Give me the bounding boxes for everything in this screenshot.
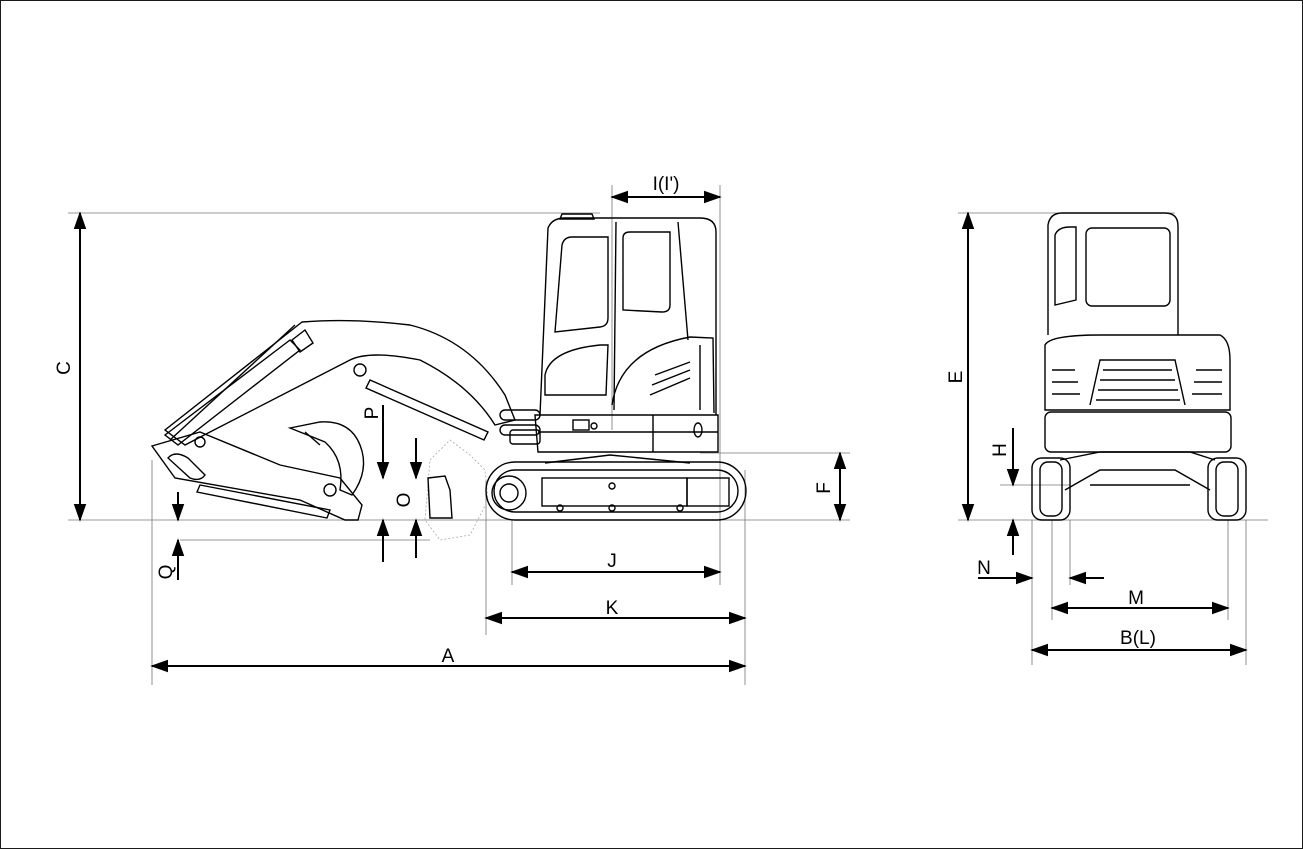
label-e: E — [946, 371, 967, 384]
label-a: A — [442, 646, 455, 667]
reference-lines — [68, 185, 1268, 685]
label-c: C — [54, 361, 75, 375]
excavator-side-view — [150, 213, 747, 541]
label-p: P — [362, 407, 383, 420]
label-i: I(I') — [653, 174, 680, 195]
label-o: O — [394, 493, 415, 508]
label-bl: B(L) — [1120, 628, 1156, 649]
dimension-arrows — [73, 190, 1248, 673]
excavator-front-view — [1031, 212, 1247, 521]
dimension-labels: A K J I(I') C F P O Q E H N M B(L) — [54, 174, 1156, 667]
label-q: Q — [156, 565, 177, 580]
label-j: J — [607, 551, 617, 572]
label-h: H — [990, 443, 1011, 457]
label-k: K — [606, 598, 619, 619]
label-m: M — [1128, 588, 1144, 609]
label-n: N — [977, 558, 991, 579]
label-f: F — [814, 482, 835, 494]
